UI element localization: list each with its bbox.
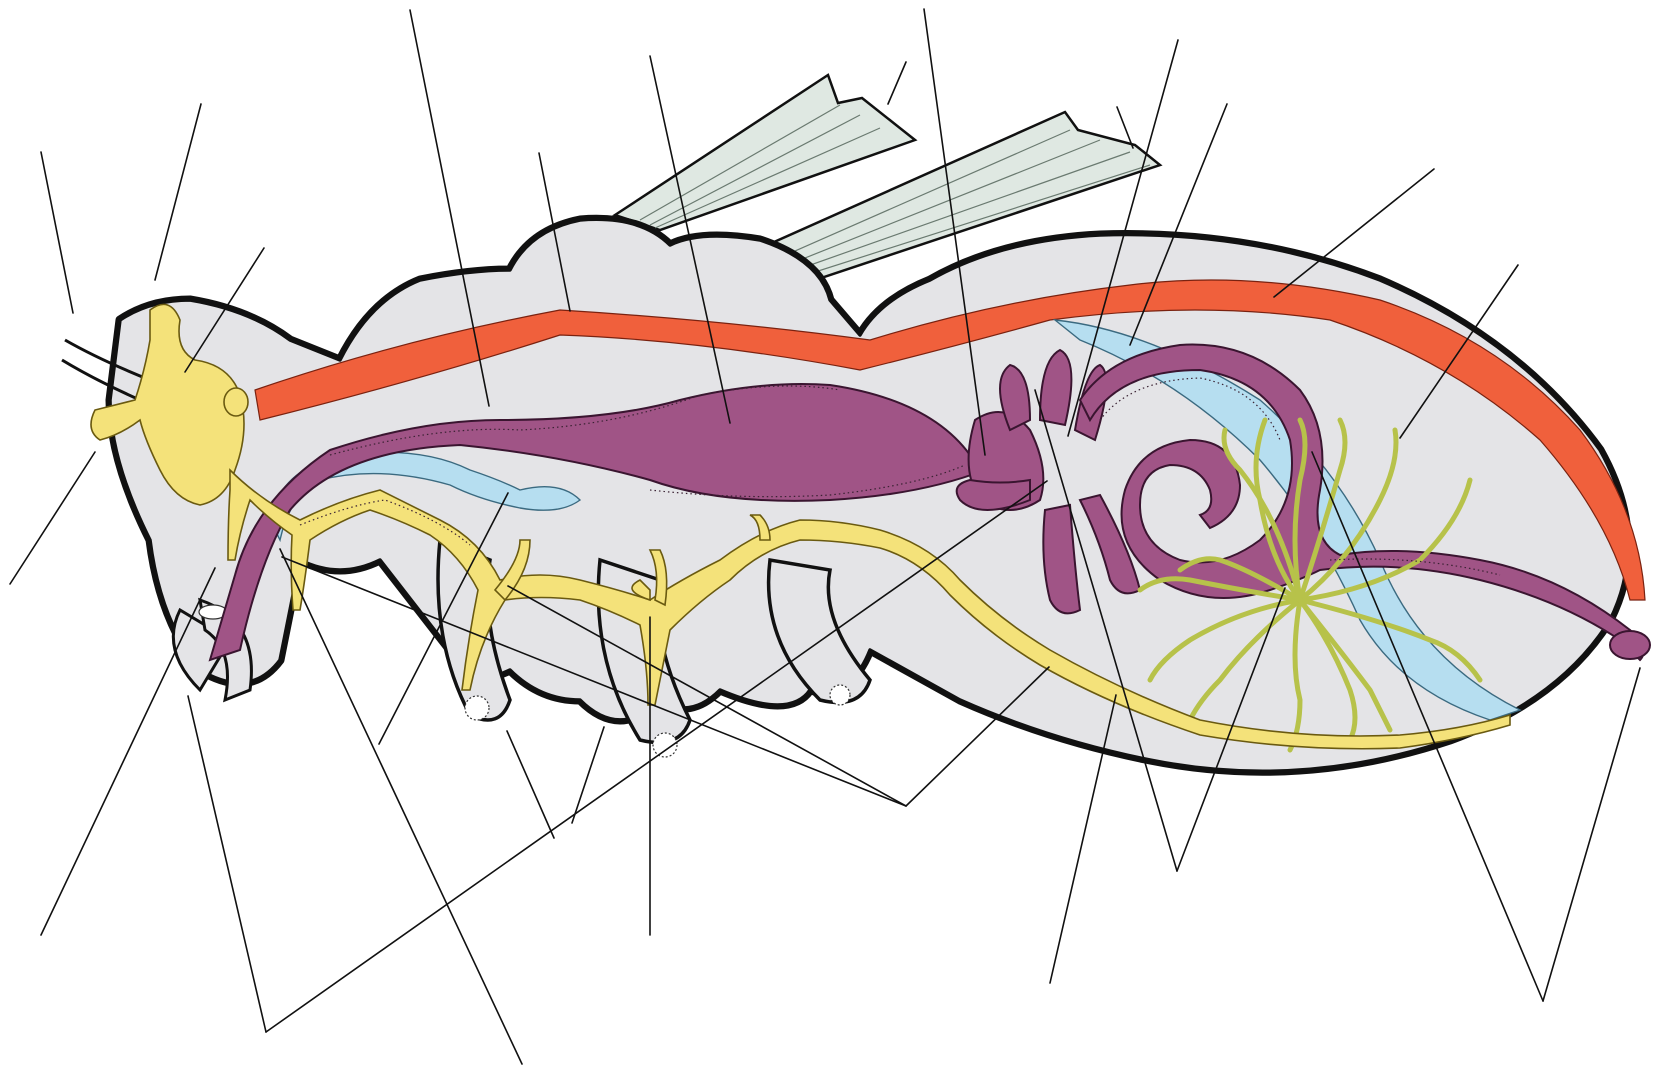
rectum: [1610, 631, 1650, 659]
